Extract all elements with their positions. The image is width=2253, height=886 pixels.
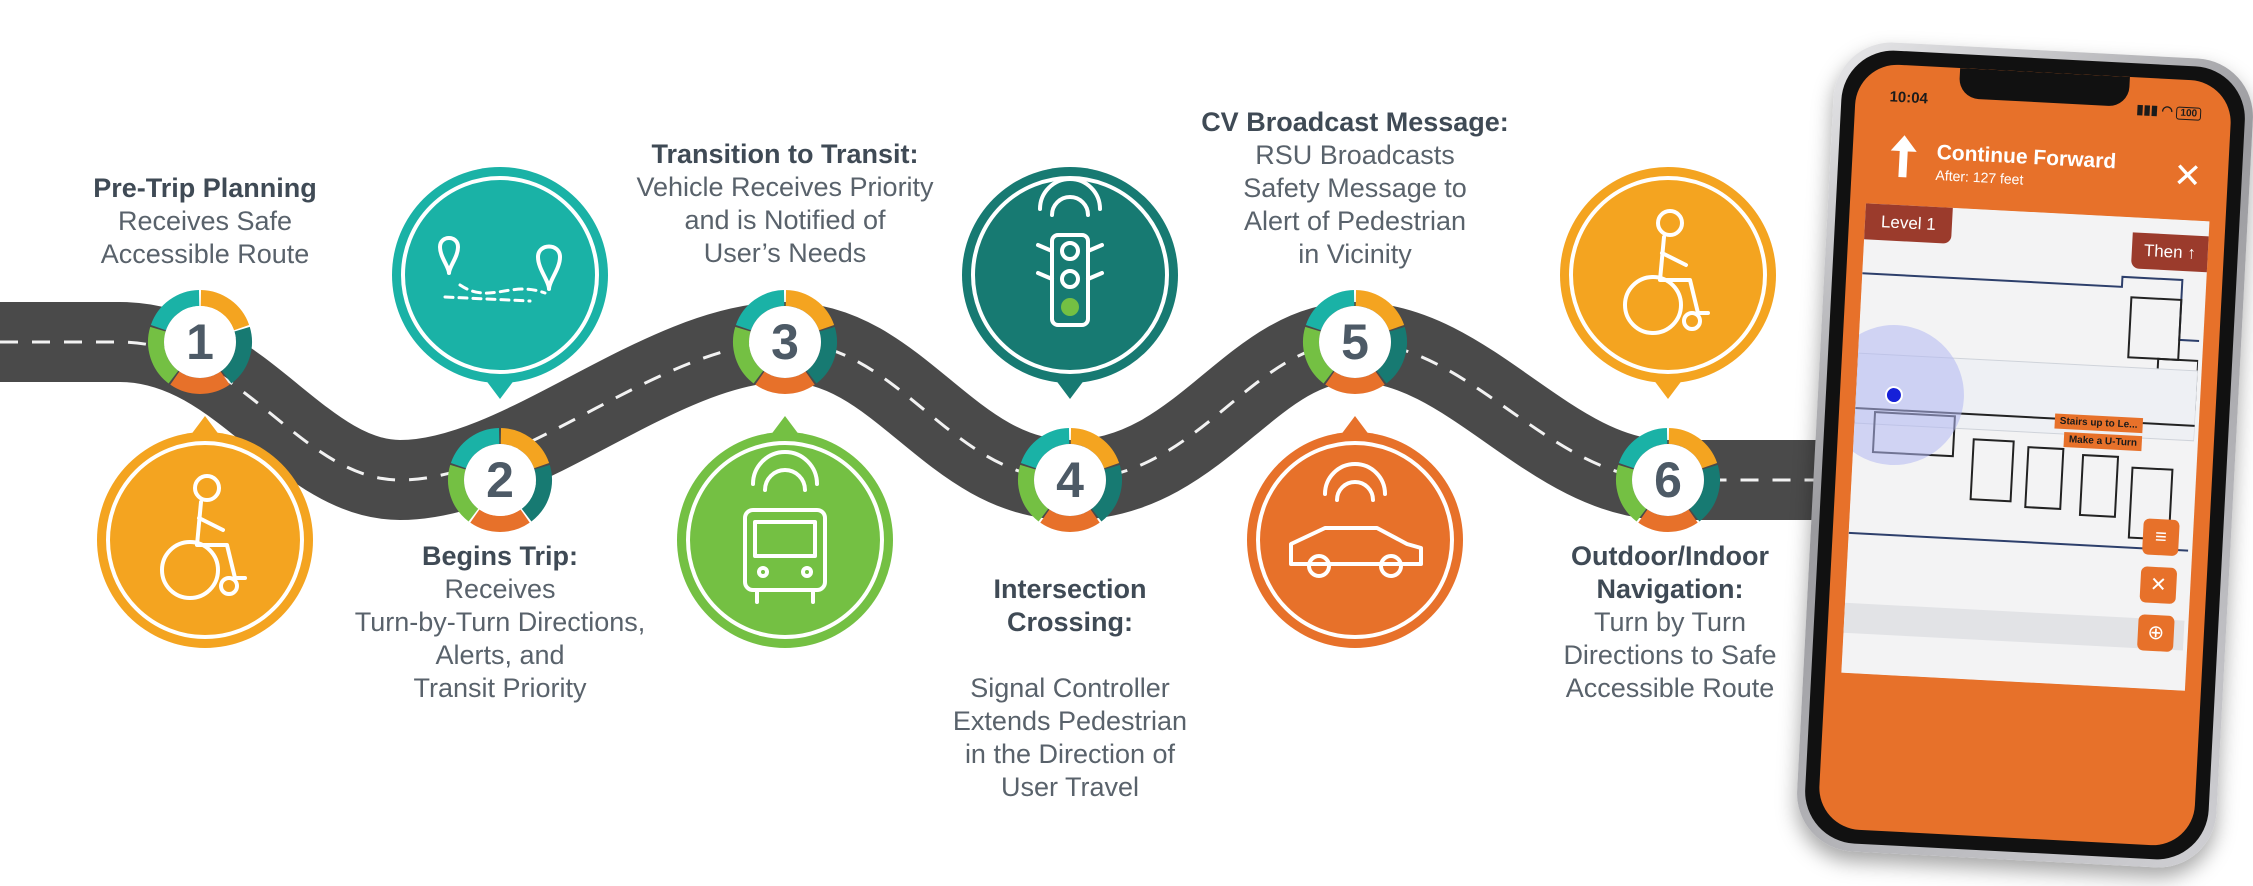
- phone-screen: 10:04 ▮▮▮ ◠ 100 Continue Forward After: …: [1817, 62, 2233, 848]
- step-6-bubble: [1560, 167, 1776, 399]
- mute-button[interactable]: ✕: [2139, 566, 2178, 605]
- step-3-title: Transition to Transit:: [651, 139, 919, 169]
- step-5-title: CV Broadcast Message:: [1201, 107, 1509, 137]
- step-6-title: Outdoor/Indoor Navigation:: [1571, 541, 1769, 604]
- step-2-text: Begins Trip: Receives Turn-by-Turn Direc…: [330, 540, 670, 705]
- step-markers: 1 2 3 4 5 6: [148, 290, 1720, 532]
- step-6-text: Outdoor/Indoor Navigation: Turn by Turn …: [1500, 540, 1840, 705]
- step-2-number: 2: [486, 452, 514, 508]
- locate-button[interactable]: ⊕: [2136, 614, 2175, 653]
- connected-traffic-light-icon: [1036, 177, 1104, 327]
- step-4-text: Intersection Crossing: Signal Controller…: [900, 540, 1240, 837]
- list-button[interactable]: ≡: [2141, 518, 2180, 557]
- mute-icon: ✕: [2149, 573, 2168, 597]
- step-5-number: 5: [1341, 314, 1369, 370]
- up-arrow-icon: [1890, 135, 1917, 178]
- route-map-pins-icon: [438, 236, 562, 303]
- then-badge: Then ↑: [2130, 232, 2209, 273]
- step-3-description: Vehicle Receives Priority and is Notifie…: [636, 172, 934, 268]
- step-1-description: Receives Safe Accessible Route: [100, 206, 310, 269]
- step-4-description: Signal Controller Extends Pedestrian in …: [952, 673, 1188, 802]
- road: [0, 342, 1870, 480]
- then-up-arrow-icon: ↑: [2186, 243, 2197, 263]
- step-3-number: 3: [771, 314, 799, 370]
- wheelchair-user-icon: [1623, 209, 1710, 335]
- step-5-marker: 5: [1303, 290, 1407, 394]
- connected-bus-icon: [743, 450, 827, 604]
- step-6-description: Turn by Turn Directions to Safe Accessib…: [1563, 607, 1777, 703]
- icon-bubbles: [97, 167, 1776, 648]
- indoor-map[interactable]: Stairs up to Le... Make a U-Turn: [1841, 203, 2210, 691]
- wifi-icon: ◠: [2161, 102, 2174, 119]
- status-icons: ▮▮▮ ◠ 100: [2136, 101, 2202, 121]
- connected-car-icon: [1289, 462, 1423, 578]
- step-2-title: Begins Trip:: [421, 541, 578, 571]
- step-1-number: 1: [186, 314, 214, 370]
- level-badge[interactable]: Level 1: [1864, 203, 1953, 244]
- step-4-title: Intersection Crossing:: [993, 574, 1147, 637]
- step-5-text: CV Broadcast Message: RSU Broadcasts Saf…: [1170, 106, 1540, 271]
- step-4-bubble: [962, 167, 1178, 399]
- smartphone: 10:04 ▮▮▮ ◠ 100 Continue Forward After: …: [1794, 39, 2253, 871]
- signal-icon: ▮▮▮: [2136, 101, 2159, 118]
- step-5-bubble: [1247, 416, 1463, 648]
- wheelchair-user-icon: [160, 474, 247, 600]
- then-label: Then: [2143, 240, 2184, 262]
- crosshair-icon: ⊕: [2146, 621, 2165, 645]
- step-1-bubble: [97, 416, 313, 648]
- step-2-marker: 2: [448, 428, 552, 532]
- close-icon[interactable]: ✕: [2172, 156, 2203, 196]
- step-5-description: RSU Broadcasts Safety Message to Alert o…: [1243, 140, 1467, 269]
- step-6-marker: 6: [1616, 428, 1720, 532]
- step-1-title: Pre-Trip Planning: [93, 173, 317, 203]
- step-1-marker: 1: [148, 290, 252, 394]
- step-3-bubble: [677, 416, 893, 648]
- list-icon: ≡: [2154, 525, 2168, 549]
- step-2-bubble: [392, 167, 608, 399]
- step-1-text: Pre-Trip Planning Receives Safe Accessib…: [40, 172, 370, 271]
- step-2-description: Receives Turn-by-Turn Directions, Alerts…: [354, 574, 646, 703]
- step-4-marker: 4: [1018, 428, 1122, 532]
- step-3-text: Transition to Transit: Vehicle Receives …: [610, 138, 960, 270]
- battery-icon: 100: [2176, 106, 2202, 121]
- step-4-number: 4: [1056, 452, 1084, 508]
- status-time: 10:04: [1889, 88, 1929, 108]
- step-3-marker: 3: [733, 290, 837, 394]
- instruction-distance: After: 127 feet: [1935, 166, 2024, 188]
- step-6-number: 6: [1654, 452, 1682, 508]
